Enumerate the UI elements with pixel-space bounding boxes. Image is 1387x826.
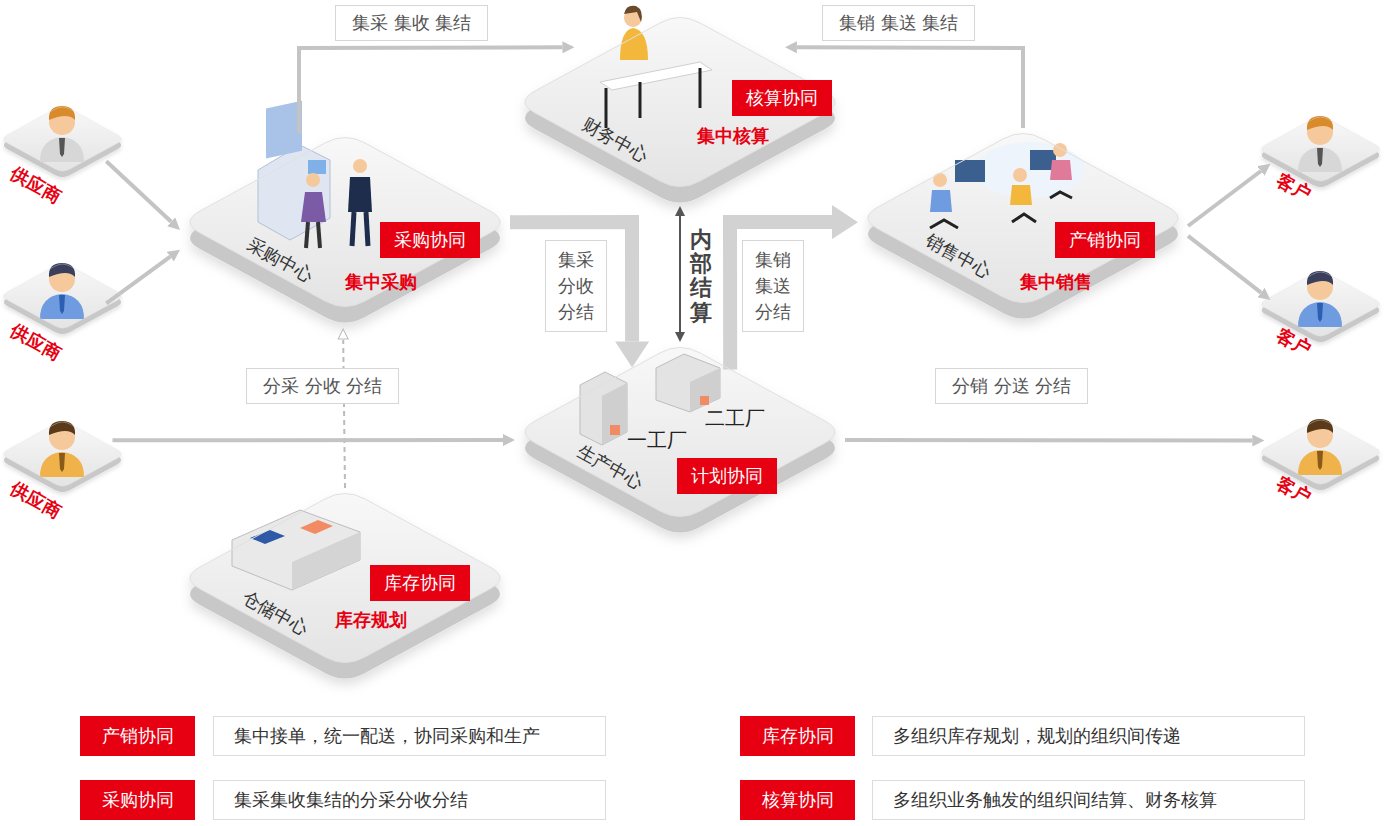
node-text: 核算协同: [732, 80, 832, 116]
node-text: 产销协同: [1055, 222, 1155, 258]
flow-label: 集销 集送 分结: [742, 240, 804, 332]
node-text: 库存协同: [740, 716, 855, 756]
node-text: 集采集收集结的分采分收分结: [214, 781, 605, 819]
flow-arrow: [510, 222, 632, 342]
flow-arrow: [113, 438, 504, 442]
role-badge: 核算协同: [732, 80, 832, 116]
person-tile: 客户: [1258, 418, 1383, 493]
legend-badge: 产销协同: [80, 716, 195, 756]
center-note: 一工厂: [627, 428, 687, 452]
center-name: 销售中心: [921, 228, 996, 284]
flow-label: 集采 分收 分结: [545, 240, 607, 332]
legend-description: 多组织业务触发的组织间结算、财务核算: [872, 780, 1305, 820]
legend-description: 多组织库存规划，规划的组织间传递: [872, 716, 1305, 756]
platform-tile: 销售中心集中销售 产销协同: [858, 128, 1188, 324]
node-text: 核算协同: [740, 780, 855, 820]
platform-tile: 仓储中心库存规划 库存协同: [180, 488, 510, 684]
legend-badge: 采购协同: [80, 780, 195, 820]
flow-arrow: [299, 47, 563, 132]
flow-arrow: [845, 438, 1252, 443]
flow-label: 内部结算: [688, 228, 714, 325]
flow-arrow: [106, 257, 170, 304]
platform-tile: 生产中心一工厂二工厂计划协同: [515, 342, 845, 538]
node-text: 集中接单，统一配送，协同采购和生产: [214, 717, 605, 755]
platform-tile: 采购中心集中采购 采购协同: [180, 132, 510, 328]
legend-description: 集采集收集结的分采分收分结: [213, 780, 606, 820]
center-name: 仓储中心: [238, 585, 313, 641]
node-text: 供应商: [7, 318, 66, 365]
center-note: 二工厂: [705, 406, 765, 430]
role-badge: 库存协同: [370, 565, 470, 601]
person-tile: 供应商: [0, 420, 125, 495]
node-text: 客户: [1272, 471, 1315, 509]
node-text: 客户: [1272, 323, 1315, 361]
flow-arrow: [730, 222, 832, 369]
node-text: 产销协同: [80, 716, 195, 756]
platform-tile: 财务中心 集中核算 核算协同: [515, 12, 845, 208]
center-note: 集中采购: [345, 270, 417, 294]
person-tile: 供应商: [0, 262, 125, 337]
role-badge: 产销协同: [1055, 222, 1155, 258]
flow-label: 集采 集收 集结: [335, 5, 488, 41]
node-text: 多组织库存规划，规划的组织间传递: [873, 717, 1304, 755]
role-badge: 计划协同: [677, 458, 777, 494]
node-text: 供应商: [7, 476, 66, 523]
flow-label: 分销 分送 分结: [935, 368, 1088, 404]
flow-arrow: [106, 161, 171, 222]
node-text: 多组织业务触发的组织间结算、财务核算: [873, 781, 1304, 819]
flow-label: 分采 分收 分结: [246, 368, 399, 404]
node-text: 采购协同: [380, 222, 480, 258]
node-text: 供应商: [7, 161, 66, 208]
legend-badge: 核算协同: [740, 780, 855, 820]
legend-badge: 库存协同: [740, 716, 855, 756]
flow-arrow: [679, 216, 681, 332]
person-tile: 供应商: [0, 105, 125, 180]
node-text: 库存协同: [370, 565, 470, 601]
node-text: 采购协同: [80, 780, 195, 820]
person-tile: 客户: [1258, 270, 1383, 345]
center-note: 库存规划: [335, 608, 407, 632]
role-badge: 采购协同: [380, 222, 480, 258]
person-tile: 客户: [1258, 115, 1383, 190]
node-text: 客户: [1272, 168, 1315, 206]
center-note: 集中核算: [697, 124, 769, 148]
flow-label: 集销 集送 集结: [822, 5, 975, 41]
center-name: 财务中心: [578, 112, 653, 168]
legend-description: 集中接单，统一配送，协同采购和生产: [213, 716, 606, 756]
node-text: 计划协同: [677, 458, 777, 494]
flow-arrow: [1188, 171, 1261, 226]
center-name: 采购中心: [243, 232, 318, 288]
center-note: 集中销售: [1020, 270, 1092, 294]
flow-arrow: [343, 340, 345, 488]
flow-arrow: [1188, 236, 1261, 293]
